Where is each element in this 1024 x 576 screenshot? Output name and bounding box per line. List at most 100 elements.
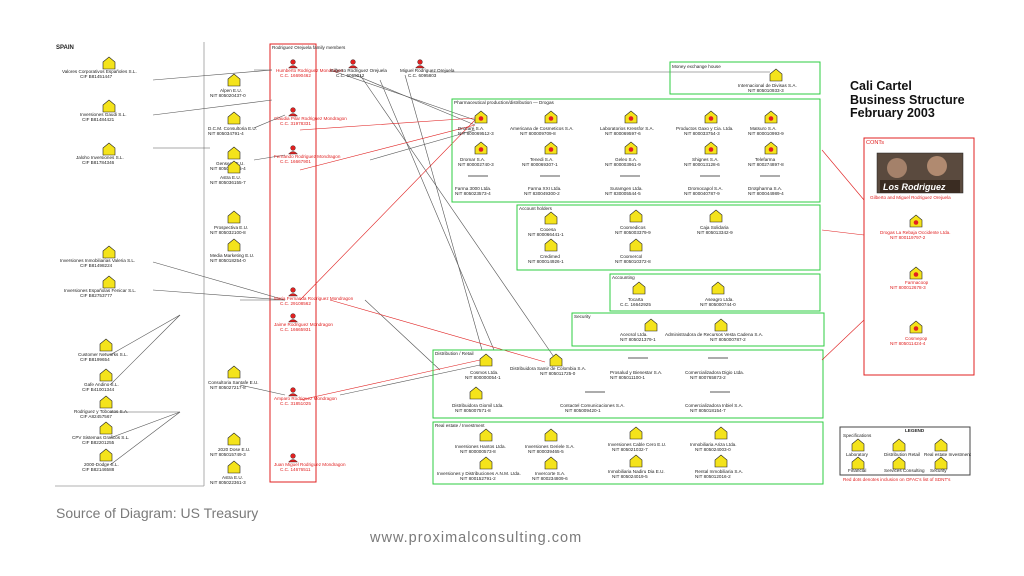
pharma-companies: Drocaré S.A.NIT 800069512-3 Americana de… — [455, 110, 784, 196]
svg-text:NIT 800765873-2: NIT 800765873-2 — [690, 375, 726, 380]
svg-text:Astra E.U.: Astra E.U. — [222, 475, 243, 480]
svg-text:Dromar S.A.: Dromar S.A. — [460, 157, 485, 162]
svg-text:Drotpharma S.A.: Drotpharma S.A. — [748, 186, 782, 191]
svg-text:Humberto Rodriguez Mondragon: Humberto Rodriguez Mondragon — [276, 68, 343, 73]
svg-text:NIT 800013128-6: NIT 800013128-6 — [684, 162, 720, 167]
svg-text:Cosmos Ltda.: Cosmos Ltda. — [470, 370, 498, 375]
svg-text:NIT 800000573-8: NIT 800000573-8 — [460, 449, 496, 454]
svg-text:Services Consulting: Services Consulting — [884, 468, 925, 473]
money-exchange-label: Money exchange house — [672, 64, 721, 69]
svg-text:Security: Security — [930, 468, 947, 473]
svg-text:Invercorte S.A.: Invercorte S.A. — [535, 471, 565, 476]
svg-text:Coomedicos: Coomedicos — [620, 225, 646, 230]
title-line-3: February 2003 — [850, 106, 935, 120]
svg-text:NIT 830049300-2: NIT 830049300-2 — [524, 191, 560, 196]
svg-text:NIT 805018254-0: NIT 805018254-0 — [210, 258, 246, 263]
legend-items: Laboratory Distribution Retail Real esta… — [846, 438, 972, 473]
svg-text:Rodriguez y Toboatos S.A.: Rodriguez y Toboatos S.A. — [74, 409, 128, 414]
svg-text:Gilberto Rodriguez Orejuela: Gilberto Rodriguez Orejuela — [330, 68, 387, 73]
svg-text:Matsuro S.A.: Matsuro S.A. — [750, 126, 777, 131]
distribution-companies: Cosmos Ltda.NIT 800000054-1 Distribuidor… — [452, 353, 744, 413]
svg-text:CIF B81484421: CIF B81484421 — [82, 117, 115, 122]
svg-text:NIT 805018154-7: NIT 805018154-7 — [690, 408, 726, 413]
svg-text:NIT 800033754-3: NIT 800033754-3 — [684, 131, 720, 136]
svg-text:NIT 805013342-9: NIT 805013342-9 — [697, 230, 733, 235]
svg-text:Maria Fernanda Rodriguez Mondr: Maria Fernanda Rodriguez Mondragon — [274, 296, 354, 301]
svg-text:NIT 800012678-3: NIT 800012678-3 — [890, 285, 926, 290]
svg-text:Aseagro Ltda.: Aseagro Ltda. — [705, 297, 734, 302]
svg-text:NIT 805010372-8: NIT 805010372-8 — [615, 259, 651, 264]
svg-text:Tocarta: Tocarta — [628, 297, 644, 302]
svg-text:NIT 805011424-4: NIT 805011424-4 — [890, 341, 926, 346]
svg-text:Inversiones Españolas Fenicar: Inversiones Españolas Fenicar S.L. — [64, 288, 136, 293]
svg-text:Inversiones y Distribuciones A: Inversiones y Distribuciones A.N.M. Ltda… — [437, 471, 521, 476]
svg-text:C.C. 6095803: C.C. 6095803 — [408, 73, 437, 78]
svg-text:Laboratory: Laboratory — [846, 452, 869, 457]
svg-text:D.C.M. Consultoria E.U.: D.C.M. Consultoria E.U. — [208, 126, 257, 131]
connection-lines — [109, 69, 770, 466]
family-members-box — [269, 43, 317, 483]
svg-text:Customer Networks S.L.: Customer Networks S.L. — [78, 352, 128, 357]
photo-caption: Los Rodriguez — [883, 182, 946, 192]
money-exchange-box — [669, 61, 821, 95]
svg-text:NIT 800069307-1: NIT 800069307-1 — [522, 162, 558, 167]
svg-text:Inversiones Geriele S.A.: Inversiones Geriele S.A. — [525, 444, 575, 449]
svg-text:NIT 805022361-3: NIT 805022361-3 — [210, 480, 246, 485]
distribution-label: Distribution / Retail — [435, 351, 474, 356]
svg-text:NIT 830005544-5: NIT 830005544-5 — [605, 191, 641, 196]
svg-text:Caja Solidaria: Caja Solidaria — [700, 225, 729, 230]
svg-text:Farma 3000 Ltda.: Farma 3000 Ltda. — [455, 186, 491, 191]
svg-text:Acecsol Ltda.: Acecsol Ltda. — [620, 332, 648, 337]
website-link[interactable]: www.proximalconsulting.com — [370, 530, 583, 546]
distribution-box — [432, 349, 824, 419]
svg-text:NIT 805021032-7: NIT 805021032-7 — [612, 447, 648, 452]
svg-text:CIF B81498224: CIF B81498224 — [80, 263, 113, 268]
svg-text:Jaloho Inversiones S.L.: Jaloho Inversiones S.L. — [76, 155, 124, 160]
svg-text:Contactel Comunicaciones S.A.: Contactel Comunicaciones S.A. — [560, 403, 625, 408]
svg-text:Distribuidora Samir de Colombi: Distribuidora Samir de Colombia S.A. — [510, 366, 586, 371]
svg-text:CIF B41001344: CIF B41001344 — [82, 387, 115, 392]
account-holders-label: Account holders — [519, 206, 553, 211]
svg-text:NIT 805015749-3: NIT 805015749-3 — [210, 452, 246, 457]
svg-text:Consultoria Santafe E.U.: Consultoria Santafe E.U. — [208, 380, 259, 385]
svg-text:NIT 800003961-9: NIT 800003961-9 — [605, 162, 641, 167]
svg-text:Credimed: Credimed — [540, 254, 560, 259]
svg-text:Cooesa: Cooesa — [540, 227, 556, 232]
svg-text:Comercializadora Digio Ltda.: Comercializadora Digio Ltda. — [685, 370, 744, 375]
svg-text:NIT 800234809-6: NIT 800234809-6 — [532, 476, 568, 481]
svg-text:NIT 805023573-4: NIT 805023573-4 — [455, 191, 491, 196]
accounting-label: Accounting — [612, 275, 635, 280]
svg-text:NIT 800000054-1: NIT 800000054-1 — [465, 375, 501, 380]
svg-text:CIF B82753777: CIF B82753777 — [80, 293, 113, 298]
svg-text:2000-Dodge S.L.: 2000-Dodge S.L. — [84, 462, 119, 467]
svg-text:NIT 800009709-8: NIT 800009709-8 — [520, 131, 556, 136]
svg-text:NIT 805021379-1: NIT 805021379-1 — [620, 337, 656, 342]
svg-text:Prosalud y Bienestar S.A.: Prosalud y Bienestar S.A. — [610, 370, 662, 375]
svg-text:NIT 805000744-0: NIT 805000744-0 — [700, 302, 736, 307]
svg-text:Shignes S.A.: Shignes S.A. — [692, 157, 719, 162]
pharma-label: Pharmaceutical production/distribution —… — [454, 100, 555, 105]
svg-text:Dromocapol S.A.: Dromocapol S.A. — [688, 186, 723, 191]
svg-text:Coomercol: Coomercol — [620, 254, 642, 259]
svg-text:Americana de Cosmeticos S.A.: Americana de Cosmeticos S.A. — [510, 126, 574, 131]
legend-title: LEGEND — [905, 428, 925, 433]
money-exchange-company: Internacional de Divisas S.A. — [738, 83, 797, 88]
svg-text:NIT 800044989-4: NIT 800044989-4 — [748, 191, 784, 196]
svg-text:NIT 800040787-9: NIT 800040787-9 — [684, 191, 720, 196]
svg-text:Suramgen Ltda.: Suramgen Ltda. — [610, 186, 643, 191]
svg-text:Amparo Rodriguez Mondragon: Amparo Rodriguez Mondragon — [274, 396, 337, 401]
svg-text:NIT 805011725-0: NIT 805011725-0 — [540, 371, 576, 376]
svg-text:NIT 805009420-1: NIT 805009420-1 — [565, 408, 601, 413]
svg-text:Rental Inmobiliaria S.A.: Rental Inmobiliaria S.A. — [695, 469, 743, 474]
fronts-box — [863, 137, 975, 376]
accounting-box — [609, 273, 821, 312]
svg-text:CIF B81784346: CIF B81784346 — [82, 160, 115, 165]
svg-text:C.C. 16642925: C.C. 16642925 — [620, 302, 651, 307]
realestate-box — [432, 421, 824, 485]
photo-subcaption: Gilberto and Miguel Rodriguez Orejuela — [870, 195, 951, 200]
svg-text:NIT 805003379-9: NIT 805003379-9 — [615, 230, 651, 235]
svg-text:Gafe Andino S.L.: Gafe Andino S.L. — [84, 382, 119, 387]
svg-text:NIT 800002740-3: NIT 800002740-3 — [458, 162, 494, 167]
